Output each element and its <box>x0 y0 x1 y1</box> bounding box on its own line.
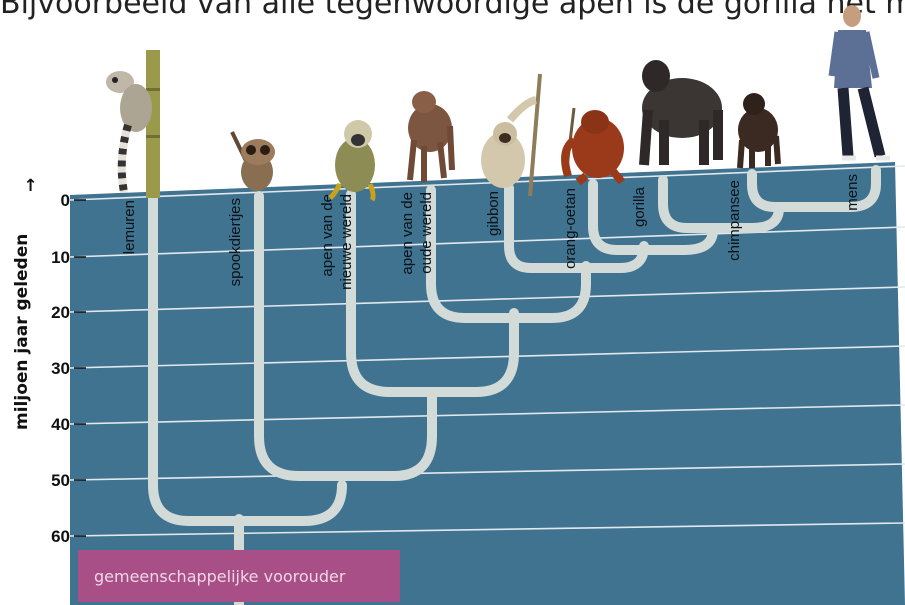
gibbon-icon <box>481 74 540 196</box>
tick-label-40: 40 <box>51 415 70 434</box>
species-label-8: chimpansee <box>726 180 743 261</box>
tick-label-10: 10 <box>51 248 70 267</box>
y-axis-label: miljoen jaar geleden <box>12 234 32 430</box>
tick-label-50: 50 <box>51 471 70 490</box>
ring-tailed-lemur-icon <box>106 50 160 198</box>
species-label-7: gorilla <box>631 186 648 227</box>
tick-label-30: 30 <box>51 359 70 378</box>
tick-label-20: 20 <box>51 303 70 322</box>
orangutan-icon <box>565 108 624 182</box>
chimpanzee-icon <box>738 93 778 168</box>
human-icon <box>832 5 890 158</box>
species-label-1: lemuren <box>121 200 138 254</box>
species-label-6: orang-oetan <box>562 188 579 269</box>
species-label-5: gibbon <box>485 191 502 236</box>
macaque-icon <box>408 91 452 182</box>
y-axis-title: miljoen jaar geleden <box>8 180 34 440</box>
species-label-2: spookdiertjes <box>227 198 244 286</box>
species-label-9: mens <box>844 174 861 211</box>
y-axis-tick-labels: 0 10 20 30 40 50 60 <box>51 191 70 546</box>
gorilla-icon <box>642 60 722 165</box>
tarsier-icon <box>232 132 275 191</box>
tick-label-0: 0 <box>61 191 70 210</box>
ancestor-label: gemeenschappelijke voorouder <box>94 567 346 586</box>
tick-label-60: 60 <box>51 527 70 546</box>
